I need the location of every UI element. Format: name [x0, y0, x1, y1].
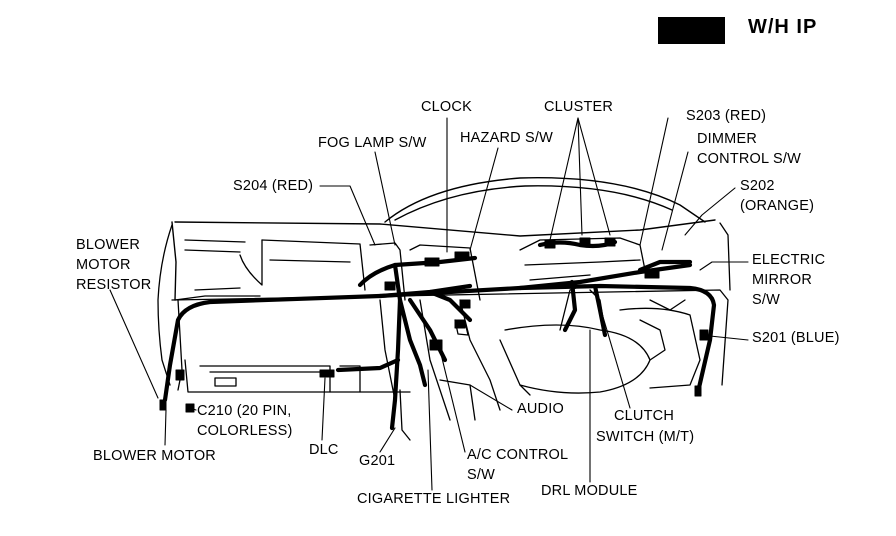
- label-cluster: CLUSTER: [544, 99, 614, 115]
- label-dimmer-2: CONTROL S/W: [697, 151, 801, 167]
- label-blower-motor: BLOWER MOTOR: [93, 448, 216, 464]
- label-c210-1: C210 (20 PIN,: [197, 403, 292, 419]
- title-black-box: [658, 17, 725, 44]
- label-clutch-1: CLUTCH: [614, 408, 675, 424]
- label-mirror-3: S/W: [752, 292, 780, 308]
- label-blower-resistor-3: RESISTOR: [76, 277, 152, 293]
- label-clock: CLOCK: [421, 99, 472, 115]
- dash-top-outline: [171, 177, 716, 301]
- label-drl-module: DRL MODULE: [541, 483, 638, 499]
- label-ac-control-2: S/W: [467, 467, 495, 483]
- label-fog-lamp-sw: FOG LAMP S/W: [318, 135, 427, 151]
- label-s204: S204 (RED): [233, 178, 314, 194]
- label-s201: S201 (BLUE): [752, 330, 840, 346]
- label-ac-control-1: A/C CONTROL: [467, 447, 569, 463]
- label-s203: S203 (RED): [686, 108, 767, 124]
- label-audio: AUDIO: [517, 401, 564, 417]
- label-blower-resistor-2: MOTOR: [76, 257, 131, 273]
- label-hazard-sw: HAZARD S/W: [460, 130, 554, 146]
- label-s202-1: S202: [740, 178, 775, 194]
- leader-lines: [109, 117, 749, 491]
- label-mirror-1: ELECTRIC: [752, 252, 826, 268]
- label-clutch-2: SWITCH (M/T): [596, 429, 695, 445]
- label-g201: G201: [359, 453, 396, 469]
- diagram-title: W/H IP: [748, 16, 818, 38]
- label-blower-resistor-1: BLOWER: [76, 237, 141, 253]
- wire-harness: [162, 239, 717, 431]
- label-dlc: DLC: [309, 442, 339, 458]
- label-mirror-2: MIRROR: [752, 272, 813, 288]
- connectors: [159, 237, 709, 413]
- label-s202-2: (ORANGE): [740, 198, 815, 214]
- label-dimmer-1: DIMMER: [697, 131, 758, 147]
- label-cigarette-lighter: CIGARETTE LIGHTER: [357, 491, 511, 507]
- label-c210-2: COLORLESS): [197, 423, 293, 439]
